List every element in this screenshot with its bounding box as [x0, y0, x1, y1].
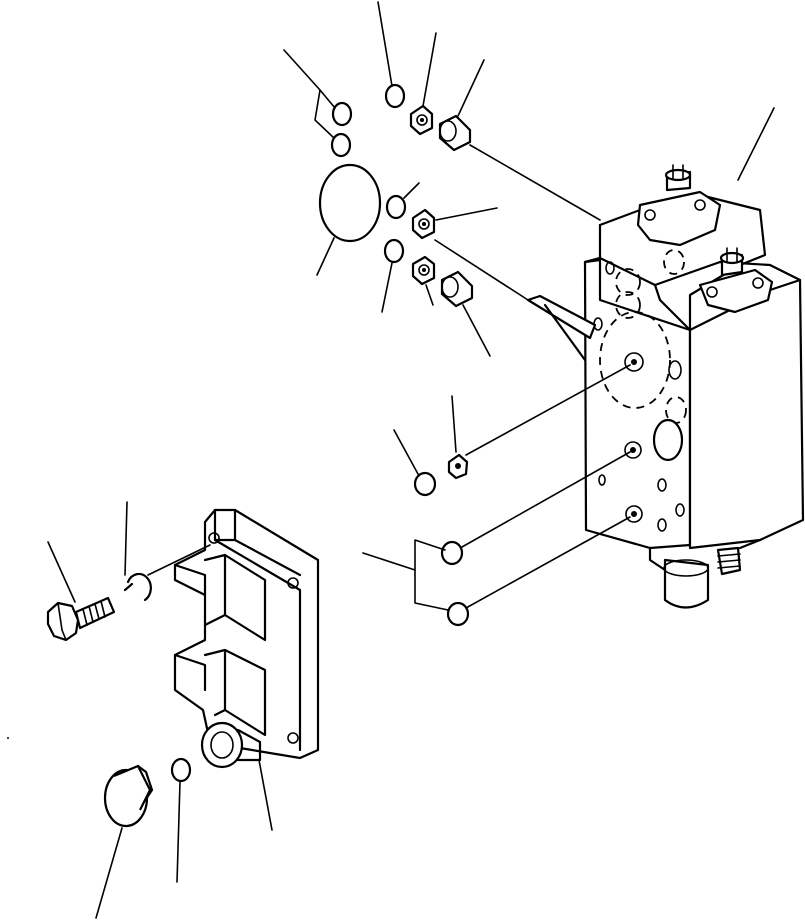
- leader-lines: [47, 1, 775, 919]
- orifice-plugs: [409, 104, 469, 480]
- plug: [103, 764, 154, 828]
- valve-body: [526, 164, 805, 609]
- small-o-rings: [170, 83, 470, 783]
- sleeves: [438, 114, 474, 308]
- stray-mark: [7, 737, 9, 739]
- washer: [123, 572, 152, 602]
- large-o-ring: [318, 163, 382, 243]
- bolt: [46, 596, 116, 642]
- assembly-lines: [147, 144, 631, 609]
- cover-plate: [173, 508, 320, 769]
